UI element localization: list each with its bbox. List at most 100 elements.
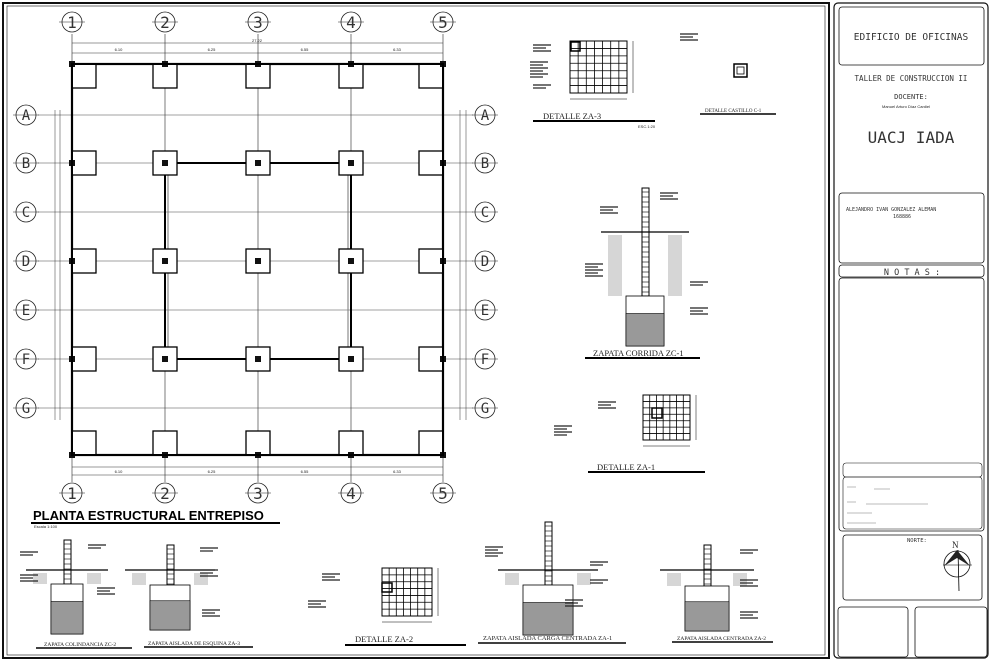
detail-za3-corner-title: ZAPATA AISLADA DE ESQUINA ZA-3 [148, 641, 240, 647]
span-dimension: 6.33 [393, 47, 402, 52]
bottom-box-left [837, 606, 909, 658]
za1-center-soil-hatch [505, 573, 519, 585]
student-name: ALEJANDRO IVAN GONZALEZ ALEMAN [846, 207, 936, 213]
info-fields-box [842, 476, 983, 530]
grid-label-row: C [481, 205, 489, 221]
za3-corner-compacted-soil [149, 600, 191, 631]
north-letter: N [952, 540, 959, 550]
grid-label-row: E [22, 303, 30, 319]
grid-label-row: B [481, 156, 489, 172]
notes-area [838, 277, 985, 532]
column-castillo [255, 160, 261, 166]
footing [71, 63, 97, 89]
footing [71, 248, 97, 274]
footing [418, 150, 444, 176]
grid-label-row: F [22, 352, 30, 368]
bottom-box-right [914, 606, 988, 658]
grid-label-col: 5 [438, 13, 448, 32]
title-block-frame [833, 2, 989, 659]
footing [338, 63, 364, 89]
castillo [651, 407, 663, 419]
zc2-compacted-soil [50, 601, 84, 635]
north-label: NORTE: [907, 538, 927, 544]
detail-za1-center-title: ZAPATA AISLADA CARGA CENTRADA ZA-1 [483, 635, 612, 642]
castillo [570, 41, 581, 52]
detail-za3-title: DETALLE ZA-3 [543, 111, 601, 121]
grid-label-col: 3 [253, 484, 263, 503]
grid-label-row: E [481, 303, 489, 319]
castillo [381, 582, 393, 593]
footing [418, 430, 444, 456]
grid-label-row: A [481, 108, 490, 124]
course-name: TALLER DE CONSTRUCCION II [855, 74, 968, 83]
project-box [838, 6, 985, 66]
grid-label-row: B [22, 156, 30, 172]
plan-scale: Escala 1:100 [34, 524, 58, 529]
details [20, 33, 758, 636]
north-box [842, 534, 983, 601]
castillo-section [733, 63, 748, 78]
grid-label-row: A [22, 108, 31, 124]
detail-za1-title: DETALLE ZA-1 [597, 462, 655, 472]
grid-label-row: D [481, 254, 489, 270]
student-id: 168886 [893, 214, 911, 220]
footing [418, 63, 444, 89]
footing [71, 346, 97, 372]
za1-center-soil-hatch [577, 573, 591, 585]
grid-label-col: 1 [67, 484, 77, 503]
faint-info-text [847, 486, 928, 524]
footing [418, 346, 444, 372]
footing [338, 430, 364, 456]
column-castillo [162, 356, 168, 362]
za2-center-soil-hatch [667, 573, 681, 586]
north-arrow-icon: N [943, 540, 972, 592]
footing [152, 430, 178, 456]
detail-titles: DETALLE ZA-3 ESC.1:20 DETALLE CASTILLO C… [36, 109, 776, 649]
student-box [838, 192, 985, 264]
grid-label-row: G [481, 401, 489, 417]
za1-center-compacted-soil [522, 602, 574, 636]
detail-za3-scale: ESC.1:20 [638, 124, 656, 129]
grid-label-row: F [481, 352, 489, 368]
zc1-soil-hatch [608, 235, 622, 296]
footing [245, 63, 271, 89]
notes-header [838, 264, 985, 278]
za2-center-compacted-soil [684, 601, 730, 632]
perimeter-beam [71, 63, 444, 456]
column-castillo [255, 258, 261, 264]
column-castillo [162, 160, 168, 166]
detail-za2-center-title: ZAPATA AISLADA CENTRADA ZA-2 [677, 636, 766, 642]
notes-label: N O T A S : [884, 268, 940, 278]
za3-corner-soil-hatch [132, 573, 146, 585]
overall-dimension: 27.22 [252, 38, 263, 43]
detail-castillo-title: DETALLE CASTILLO C-1 [705, 109, 762, 114]
project-name: EDIFICIO DE OFICINAS [854, 32, 969, 43]
grid-label-col: 3 [253, 13, 263, 32]
span-dimension: 6.33 [393, 469, 402, 474]
column-castillo [162, 258, 168, 264]
grid-label-col: 4 [346, 13, 356, 32]
notes-field-box [842, 462, 983, 478]
grid-label-row: G [22, 401, 30, 417]
grid-label-col: 4 [346, 484, 356, 503]
span-dimension: 6.55 [301, 469, 310, 474]
column-castillo [255, 356, 261, 362]
footing [71, 430, 97, 456]
footing [245, 430, 271, 456]
grid-label-col: 5 [438, 484, 448, 503]
grid-label-col: 1 [67, 13, 77, 32]
institution: UACJ IADA [868, 128, 955, 147]
za1-center-wall [544, 521, 553, 586]
zc1-soil-hatch [668, 235, 682, 296]
footing-za3-plan [569, 40, 628, 94]
footing-za1-plan [642, 394, 691, 441]
span-dimension: 6.10 [115, 469, 124, 474]
span-dimension: 6.10 [115, 47, 124, 52]
za3-corner-soil-hatch [194, 573, 208, 585]
title-block: EDIFICIO DE OFICINAS TALLER DE CONSTRUCC… [833, 2, 989, 659]
grid-label-col: 2 [160, 13, 170, 32]
footing [418, 248, 444, 274]
plan-title: PLANTA ESTRUCTURAL ENTREPISO [33, 508, 264, 523]
